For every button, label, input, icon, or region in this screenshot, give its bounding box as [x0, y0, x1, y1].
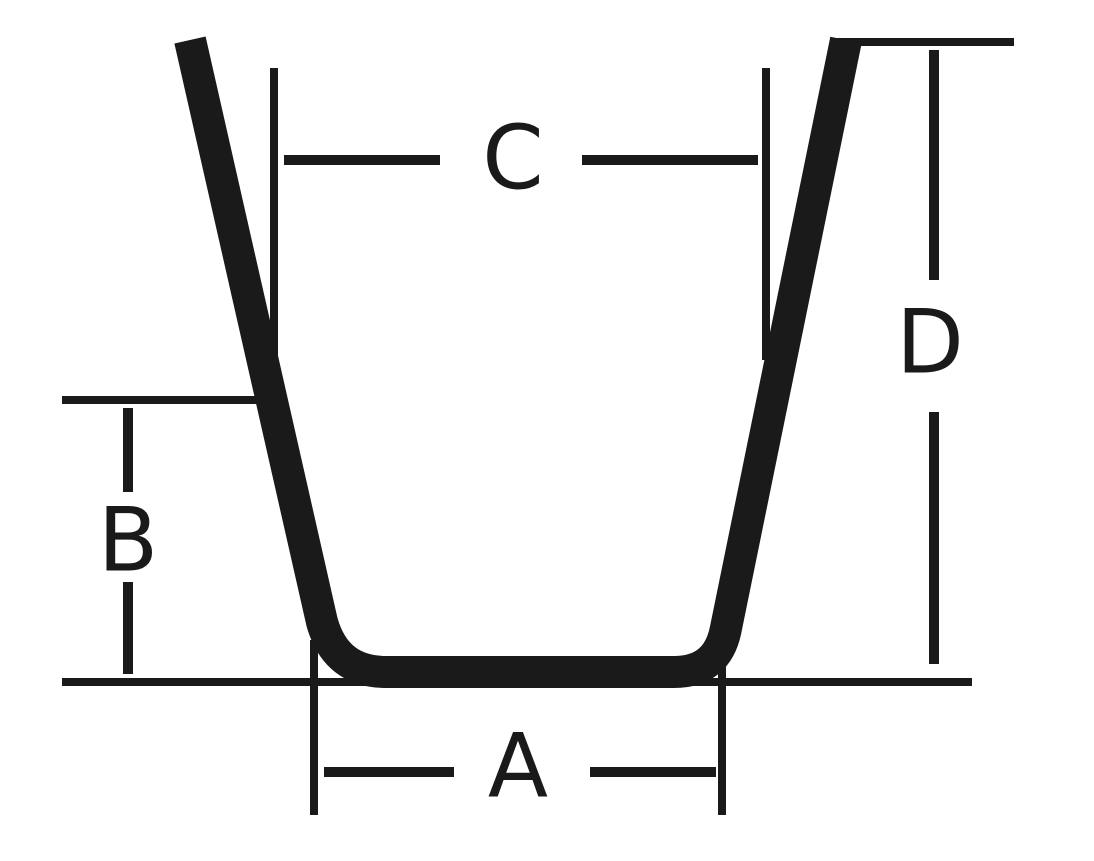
dimension-b: B — [98, 407, 158, 675]
label-c: C — [482, 107, 543, 210]
label-d: D — [896, 291, 964, 394]
label-a: A — [488, 715, 548, 818]
dimension-d: D — [896, 49, 964, 665]
label-b: B — [98, 489, 158, 592]
dimension-a: A — [323, 715, 717, 818]
dimension-c: C — [283, 107, 759, 210]
